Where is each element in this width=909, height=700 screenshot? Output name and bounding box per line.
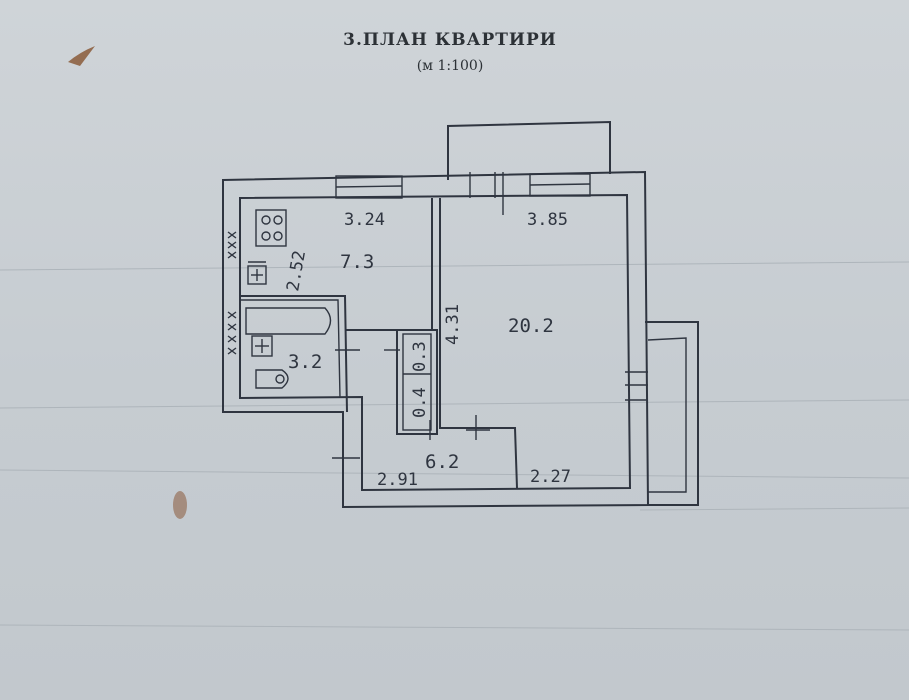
ventilation-marks [227, 231, 237, 355]
hall-area-label: 6.2 [425, 451, 459, 473]
scale-label: (м 1:100) [416, 58, 484, 74]
balcony-door [469, 172, 504, 215]
door-ticks [248, 261, 490, 459]
bathroom-walls [240, 295, 348, 413]
loggia-top [447, 120, 611, 180]
closet-lower-label: 0.4 [410, 387, 430, 418]
stain-mid [173, 491, 187, 519]
toilet-icon [255, 369, 289, 389]
living-width-label: 3.85 [527, 210, 568, 230]
outer-walls [222, 170, 650, 509]
sink-icon [247, 265, 267, 285]
windows [335, 173, 648, 401]
sink-bath-icon [251, 335, 273, 357]
bathtub-icon [245, 307, 332, 335]
form-lines [0, 261, 909, 631]
stain-top-left [68, 46, 95, 66]
hall-width-label: 2.91 [377, 470, 418, 490]
living-area-label: 20.2 [508, 315, 554, 337]
kitchen-area-label: 7.3 [340, 251, 374, 273]
bathroom-area-label: 3.2 [288, 351, 322, 373]
closet-upper-label: 0.3 [410, 341, 430, 372]
living-lower-width-label: 2.27 [530, 467, 571, 487]
closets [396, 329, 438, 435]
stove-icon [255, 209, 287, 247]
kitchen-depth-label: 2.52 [283, 249, 310, 293]
section-title: 3.ПЛАН КВАРТИРИ [343, 30, 557, 50]
balcony-right [645, 321, 699, 506]
living-depth-label: 4.31 [443, 304, 463, 345]
kitchen-width-label: 3.24 [344, 210, 385, 230]
